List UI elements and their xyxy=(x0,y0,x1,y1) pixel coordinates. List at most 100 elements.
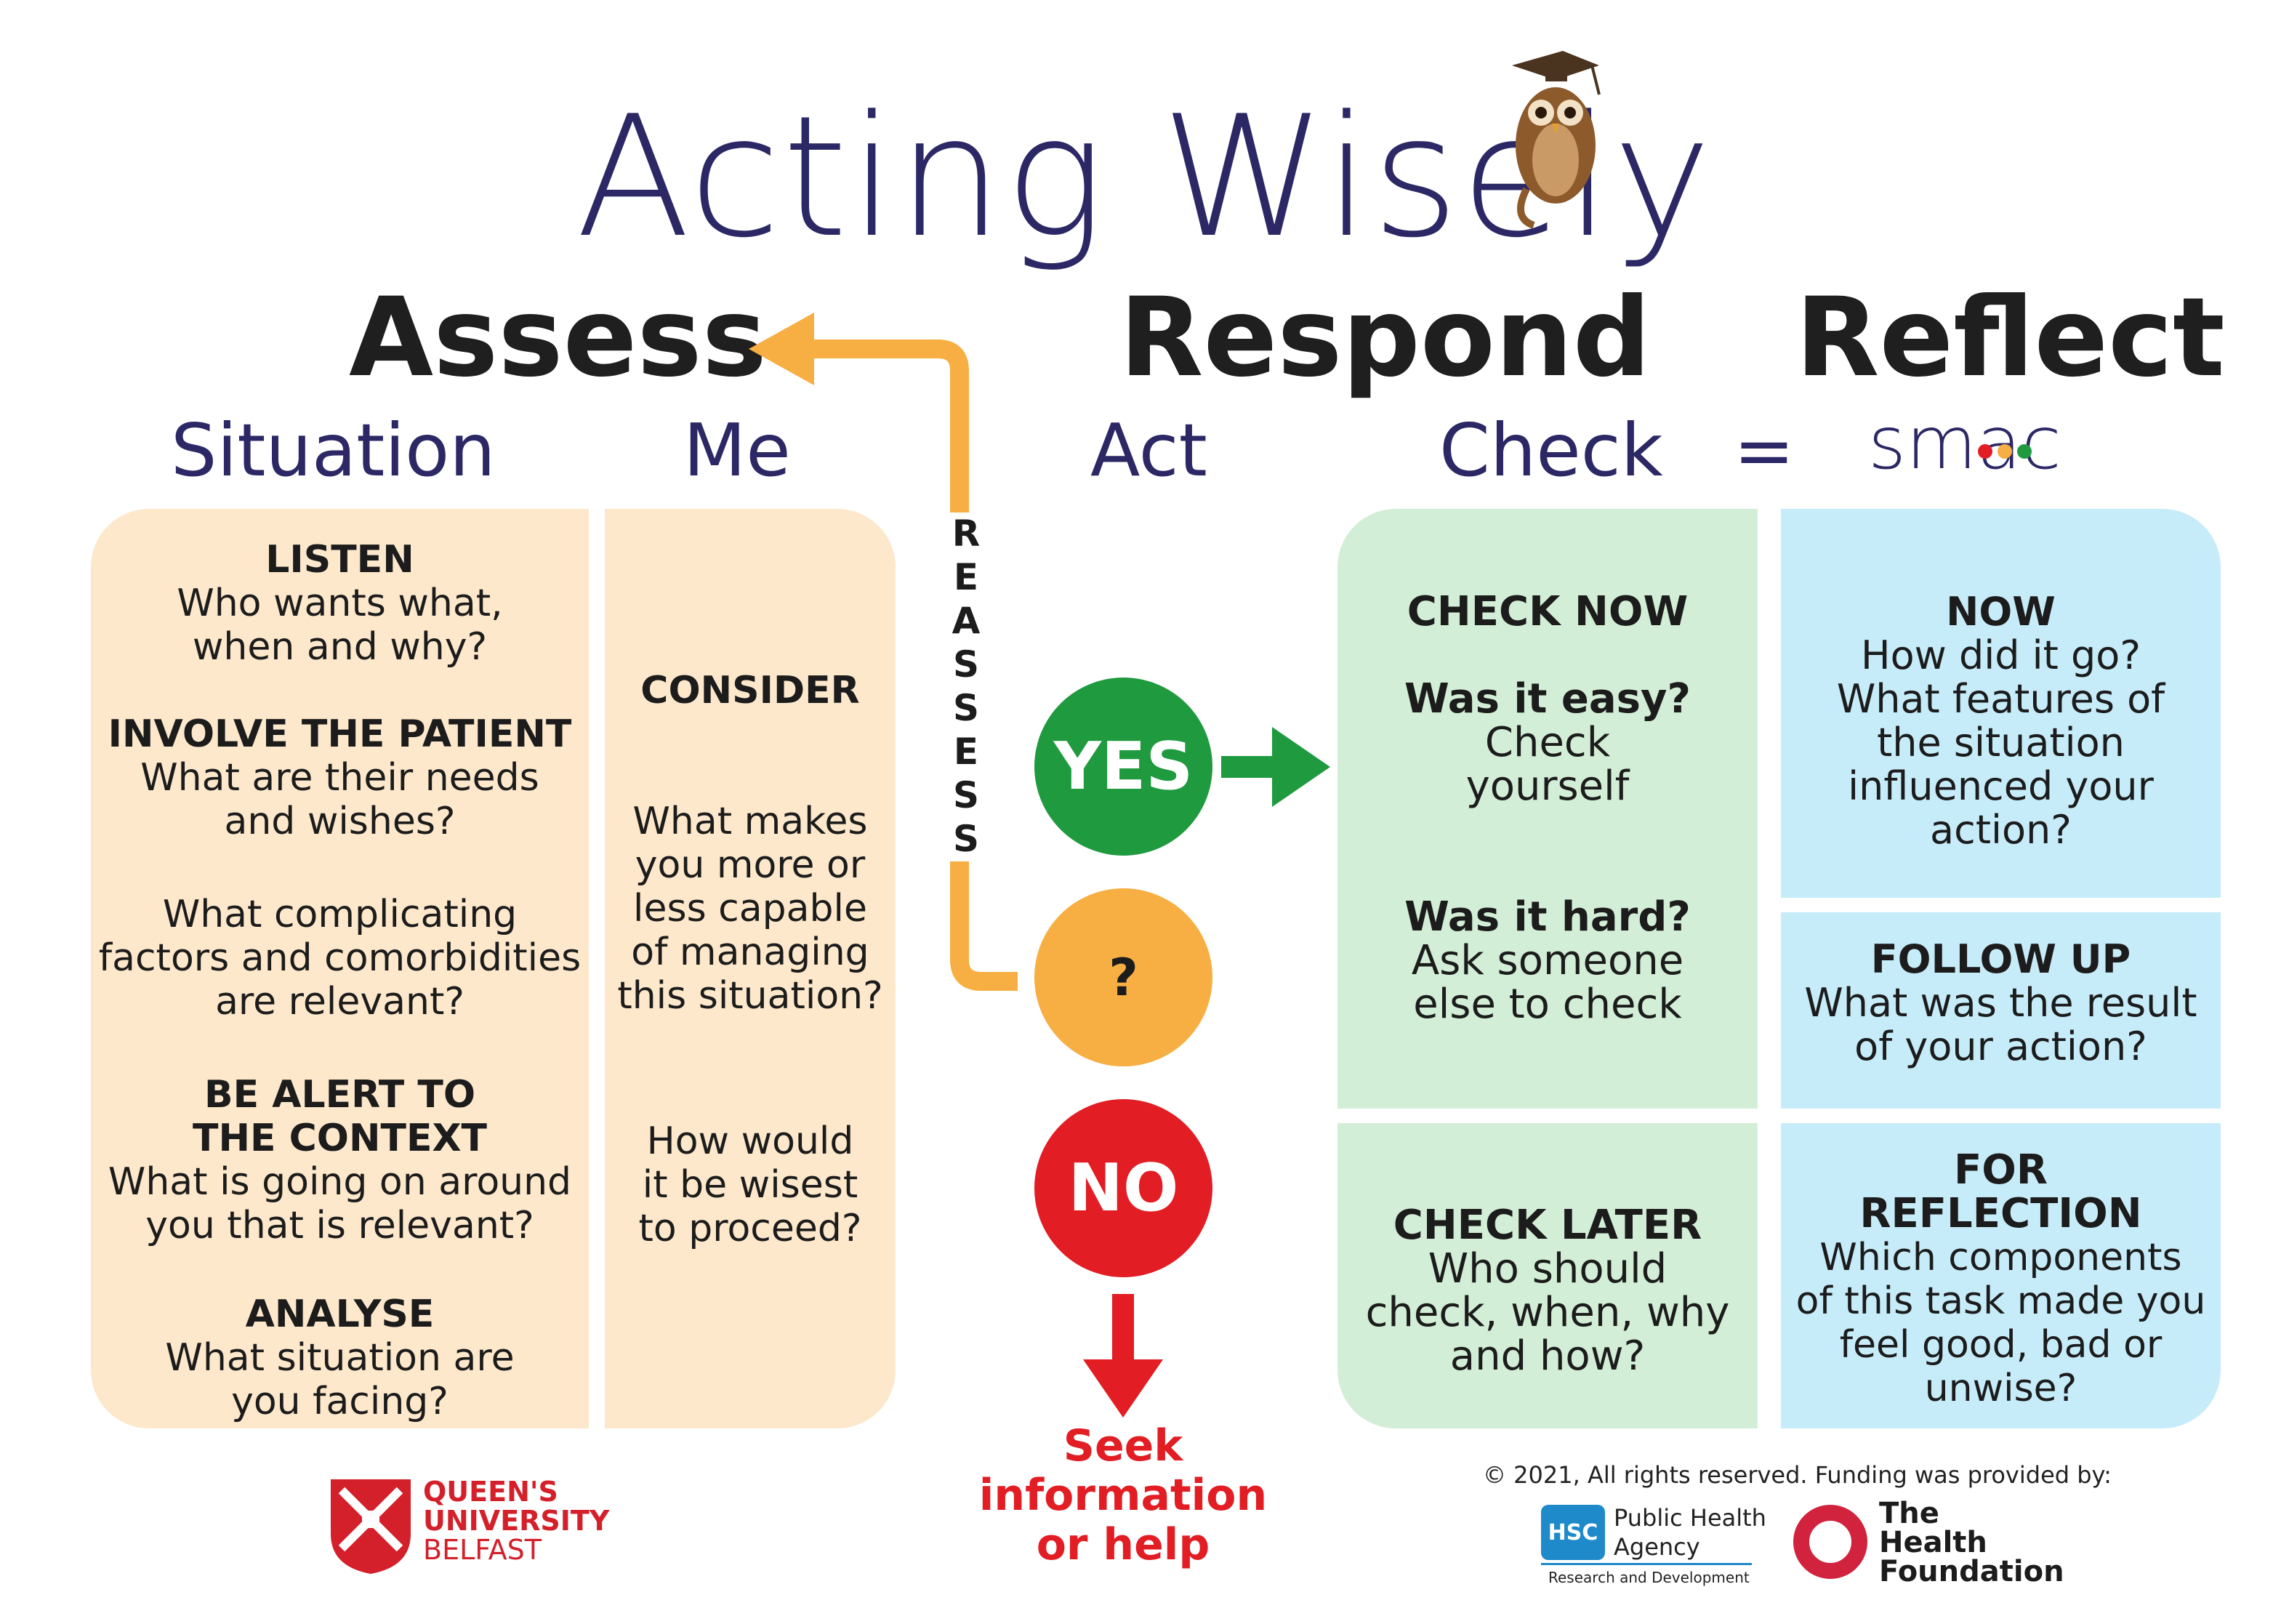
analyse-text-2: you facing? xyxy=(231,1380,448,1423)
no-circle: NO xyxy=(1034,1099,1212,1277)
situation-subheading: Situation xyxy=(171,408,496,493)
traffic-light-icon xyxy=(1978,444,2032,459)
no-label: NO xyxy=(1068,1150,1179,1226)
respond-heading: Respond xyxy=(1119,275,1652,401)
maybe-circle: ? xyxy=(1034,888,1212,1066)
yes-circle: YES xyxy=(1034,678,1212,856)
equals-sign: = xyxy=(1734,408,1795,493)
for-reflection-content: FOR REFLECTION Which components of this … xyxy=(1781,1146,2221,1411)
easy-title: Was it easy? xyxy=(1404,675,1691,723)
alert-text-1: What is going on around xyxy=(108,1160,572,1204)
me-q1-4: of managing xyxy=(631,930,869,974)
check-subheading: Check xyxy=(1439,408,1663,493)
reflect-now-panel xyxy=(1781,509,2221,898)
for-reflection-3: feel good, bad or xyxy=(1839,1323,2163,1367)
alert-title-2: THE CONTEXT xyxy=(192,1117,488,1160)
reflect-now-4: influenced your xyxy=(1848,763,2154,809)
thf-line-2: Health xyxy=(1879,1526,1987,1559)
me-q1-2: you more or xyxy=(635,843,866,887)
hsc-name: Public Health Agency xyxy=(1614,1503,1766,1561)
seek-line-1: Seek xyxy=(1063,1420,1183,1471)
smac-logo-text: smac xyxy=(1868,401,2061,486)
reflect-now-5: action? xyxy=(1930,807,2072,853)
smac-logo: smac xyxy=(1868,407,2061,480)
me-q1-1: What makes xyxy=(632,800,868,843)
later-text-3: and how? xyxy=(1449,1332,1646,1380)
owl-icon xyxy=(1512,51,1601,229)
reflect-heading: Reflect xyxy=(1795,275,2225,401)
alert-title-1: BE ALERT TO xyxy=(204,1073,476,1117)
follow-up-title: FOLLOW UP xyxy=(1870,936,2131,982)
yes-label: YES xyxy=(1053,728,1194,805)
later-text-1: Who should xyxy=(1428,1245,1668,1293)
follow-up-1: What was the result xyxy=(1804,980,2197,1026)
hsc-divider xyxy=(1541,1563,1752,1565)
hard-text-2: else to check xyxy=(1413,981,1682,1028)
me-q2-1: How would xyxy=(646,1119,854,1163)
comp-text-1: What complicating xyxy=(162,893,518,936)
comp-text-2: factors and comorbidities xyxy=(98,936,582,980)
hsc-line-1: Public Health xyxy=(1614,1504,1766,1532)
follow-up-2: of your action? xyxy=(1854,1024,2147,1069)
qub-wordmark: QUEEN'S UNIVERSITY BELFAST xyxy=(423,1477,609,1564)
reassess-text: REASSESS xyxy=(945,512,987,861)
me-q1-5: this situation? xyxy=(617,974,883,1018)
later-text-2: check, when, why xyxy=(1365,1289,1730,1336)
easy-text-1: Check xyxy=(1484,719,1611,766)
hsc-subtitle: Research and Development xyxy=(1548,1569,1750,1586)
listen-text-1: Who wants what, xyxy=(177,582,503,625)
seek-help-text: Seek information or help xyxy=(974,1421,1272,1569)
thf-line-3: Foundation xyxy=(1879,1555,2064,1588)
qub-line-3: BELFAST xyxy=(423,1534,542,1566)
involve-text-1: What are their needs xyxy=(140,756,539,800)
check-now-title: CHECK NOW xyxy=(1407,588,1689,635)
hsc-line-2: Agency xyxy=(1614,1533,1700,1561)
comp-text-3: are relevant? xyxy=(215,980,464,1024)
me-content: CONSIDER What makes you more or less cap… xyxy=(605,669,896,1250)
copyright-text: © 2021, All rights reserved. Funding was… xyxy=(1483,1461,2112,1489)
for-reflection-title-2: REFLECTION xyxy=(1859,1190,2142,1237)
reflect-now-content: NOW How did it go? What features of the … xyxy=(1781,590,2221,852)
listen-title: LISTEN xyxy=(265,538,414,582)
check-later-title: CHECK LATER xyxy=(1393,1202,1702,1249)
no-arrow xyxy=(1083,1294,1163,1418)
me-subheading: Me xyxy=(683,408,791,493)
analyse-text-1: What situation are xyxy=(165,1336,515,1380)
reassess-label: REASSESS xyxy=(941,512,987,861)
for-reflection-title-1: FOR xyxy=(1954,1146,2048,1194)
check-now-panel xyxy=(1337,509,1758,1109)
health-foundation-wordmark: The Health Foundation xyxy=(1879,1499,2064,1586)
qub-line-1: QUEEN'S xyxy=(423,1476,558,1508)
situation-panel xyxy=(91,509,589,1428)
page-title: Acting Wisely xyxy=(576,81,1713,275)
thf-line-1: The xyxy=(1879,1497,1939,1530)
for-reflection-panel xyxy=(1781,1123,2221,1428)
act-subheading: Act xyxy=(1090,408,1207,493)
involve-text-2: and wishes? xyxy=(224,800,456,843)
health-foundation-ring-icon xyxy=(1793,1505,1867,1579)
situation-content: LISTEN Who wants what, when and why? INV… xyxy=(91,538,589,1423)
maybe-label: ? xyxy=(1109,947,1138,1008)
check-now-content: CHECK NOW Was it easy? Check yourself Wa… xyxy=(1337,590,1758,1026)
for-reflection-1: Which components xyxy=(1819,1236,2182,1279)
me-q2-3: to proceed? xyxy=(638,1207,862,1250)
for-reflection-4: unwise? xyxy=(1924,1367,2077,1410)
hsc-badge: HSC xyxy=(1541,1505,1605,1560)
seek-line-3: or help xyxy=(1036,1519,1210,1570)
follow-up-panel xyxy=(1781,912,2221,1109)
follow-up-content: FOLLOW UP What was the result of your ac… xyxy=(1781,938,2221,1069)
reflect-now-2: What features of xyxy=(1836,676,2165,722)
reflect-now-title: NOW xyxy=(1946,589,2056,635)
qub-crest-icon xyxy=(331,1479,411,1574)
alert-text-2: you that is relevant? xyxy=(145,1204,534,1247)
analyse-title: ANALYSE xyxy=(245,1293,435,1336)
hard-text-1: Ask someone xyxy=(1411,937,1684,984)
assess-heading: Assess xyxy=(349,275,767,401)
consider-title: CONSIDER xyxy=(640,669,860,712)
me-q1-3: less capable xyxy=(633,887,867,930)
me-q2-2: it be wisest xyxy=(642,1163,858,1207)
for-reflection-2: of this task made you xyxy=(1795,1279,2206,1323)
reflect-now-3: the situation xyxy=(1877,720,2125,765)
seek-line-2: information xyxy=(978,1470,1268,1521)
involve-title: INVOLVE THE PATIENT xyxy=(108,712,572,756)
